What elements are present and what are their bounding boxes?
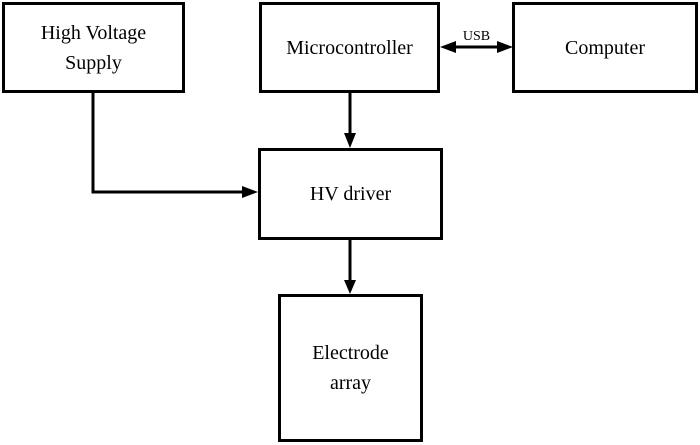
block-electrode-array: Electrode array xyxy=(278,294,423,442)
block-computer: Computer xyxy=(512,2,698,93)
usb-edge-label: USB xyxy=(462,29,491,44)
block-high-voltage-supply: High Voltage Supply xyxy=(2,2,185,93)
block-hv-driver: HV driver xyxy=(258,148,443,240)
block-label: array xyxy=(329,372,372,394)
hvdriver-to-electrode-arrow xyxy=(344,240,356,294)
block-label: Computer xyxy=(565,36,645,59)
block-label: Supply xyxy=(65,51,122,74)
block-label: HV driver xyxy=(309,183,392,205)
block-label: Electrode xyxy=(312,342,389,364)
microcontroller-to-hvdriver-arrow xyxy=(344,93,356,148)
block-label: Microcontroller xyxy=(286,36,413,59)
block-label: High Voltage xyxy=(40,21,147,44)
hvsupply-to-hvdriver-arrow xyxy=(91,93,258,198)
usb-double-arrow xyxy=(440,41,513,53)
block-microcontroller: Microcontroller xyxy=(259,2,440,93)
